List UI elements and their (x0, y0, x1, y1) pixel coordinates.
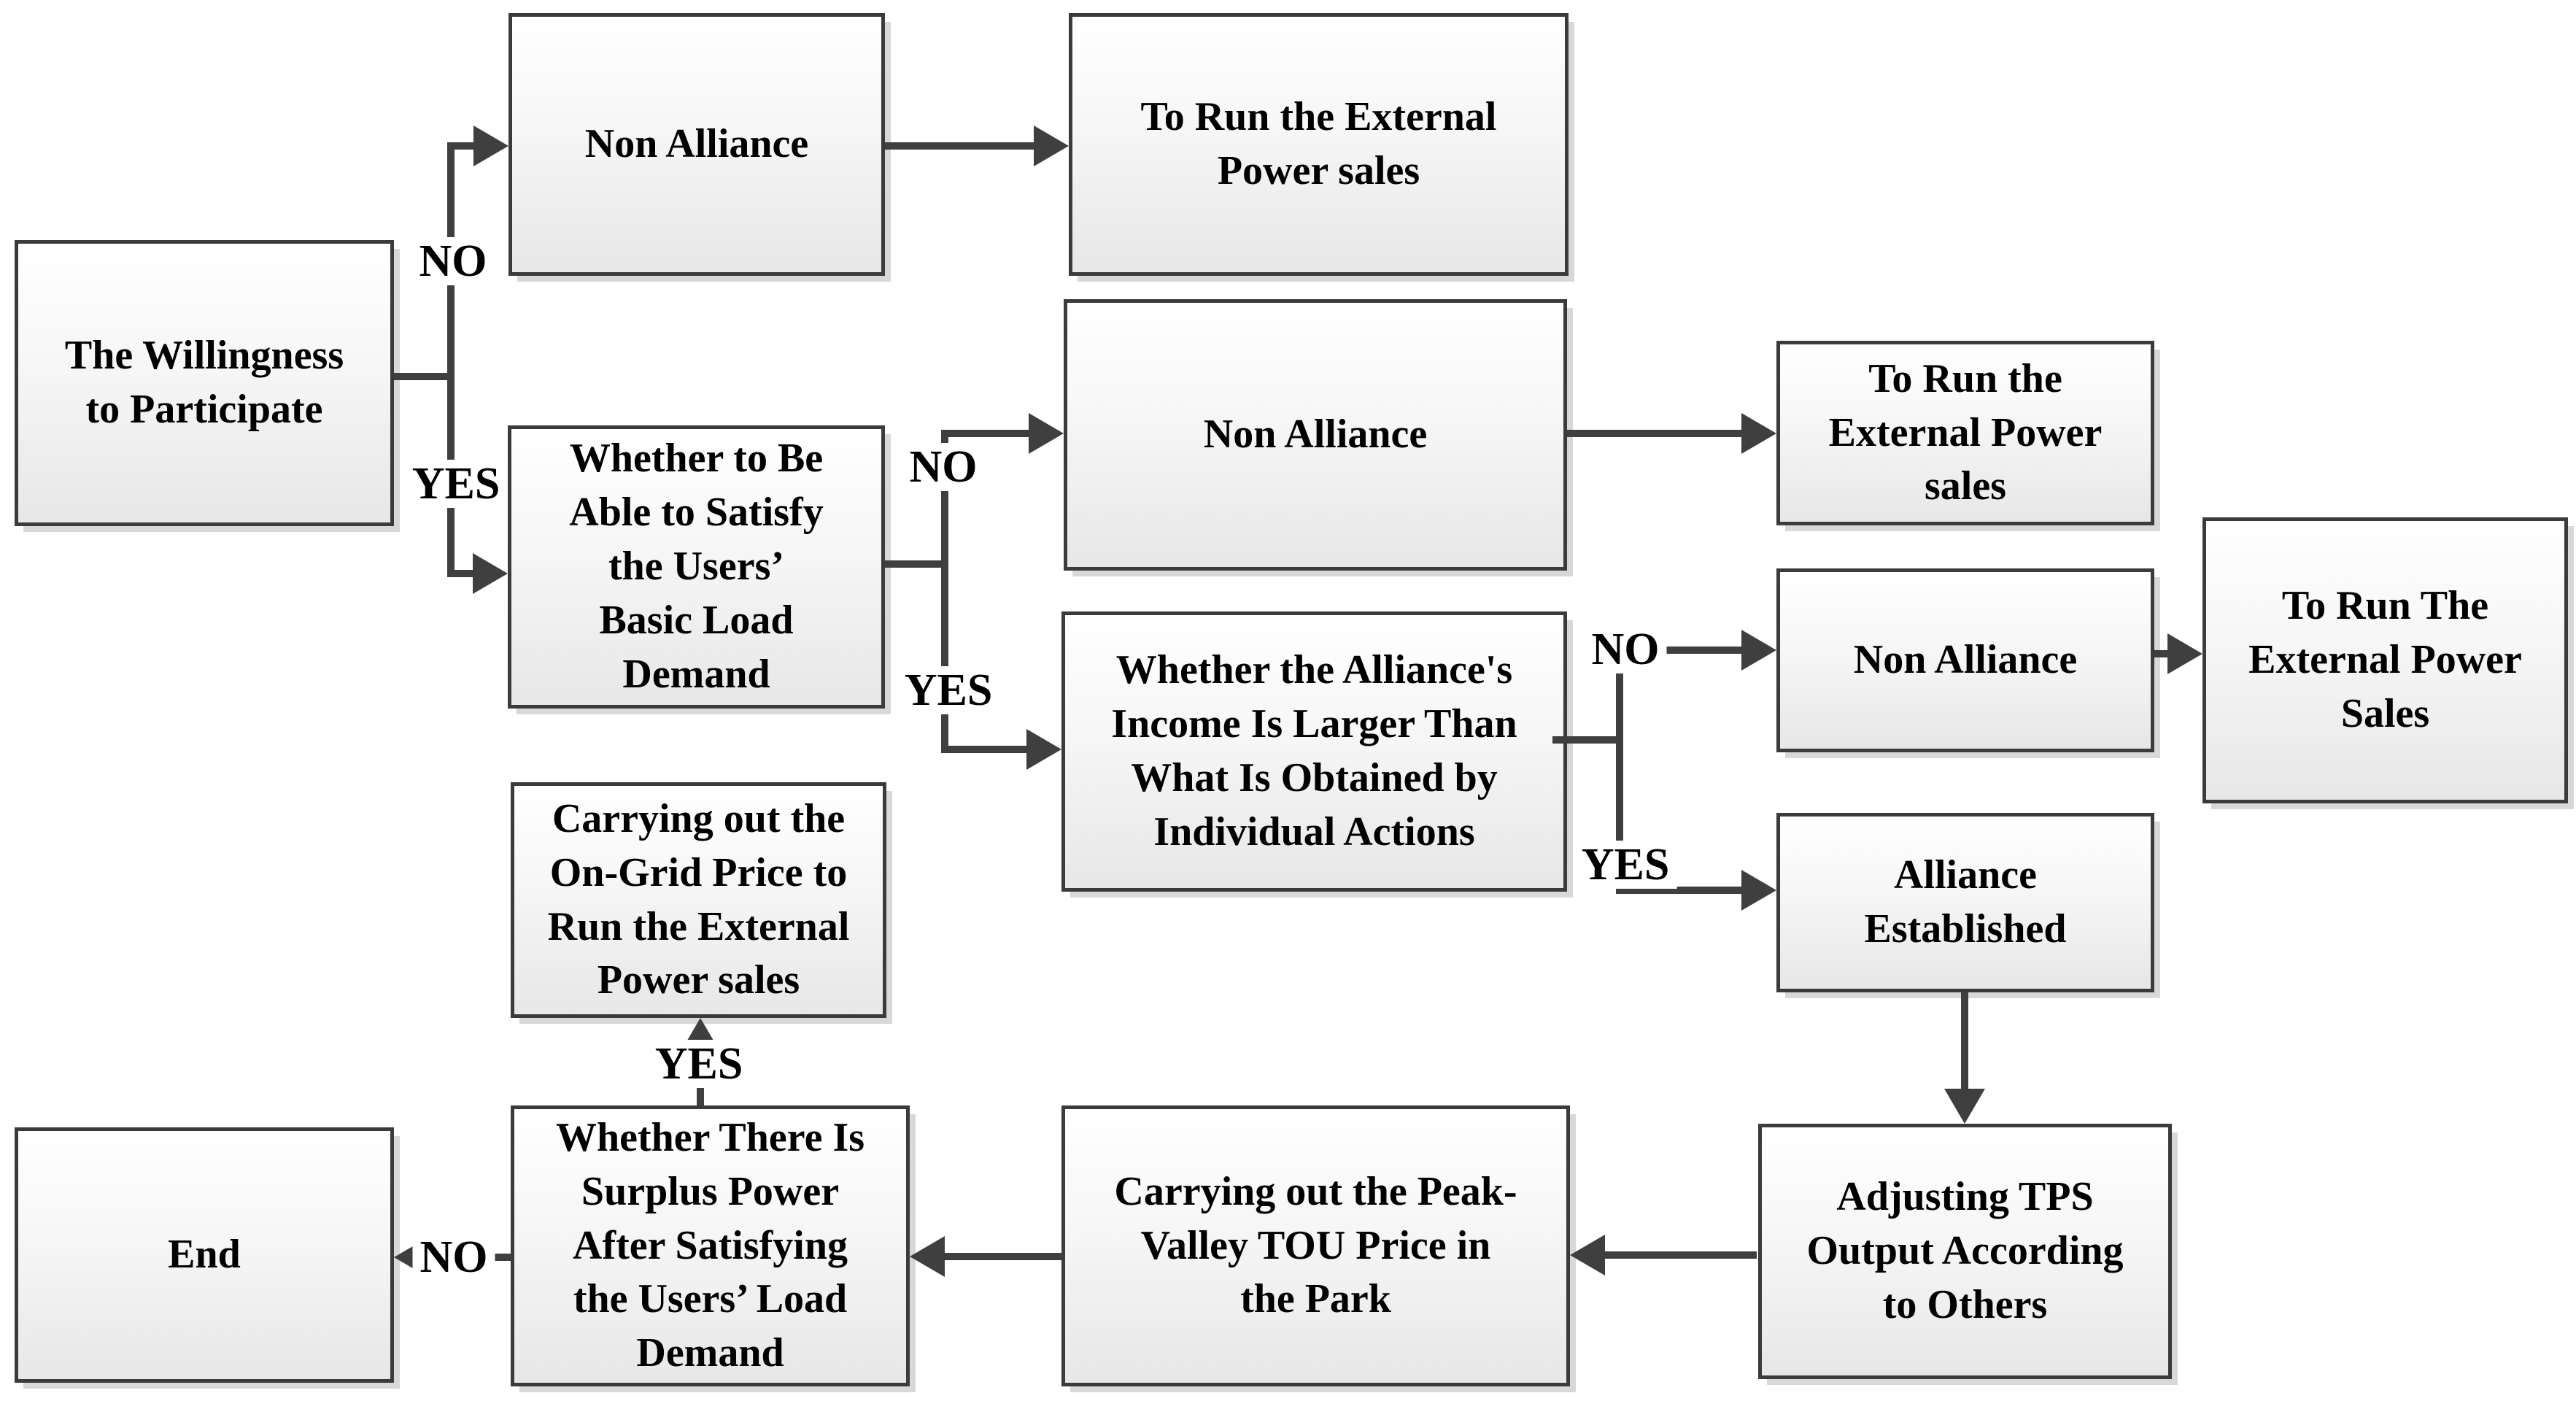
node-satisfy-basic-load: Whether to Be Able to Satisfy the Users’… (508, 425, 885, 709)
edge-label-satisfy-yes: YES (897, 666, 1000, 714)
connector-satisfy-yes-line (941, 746, 1026, 753)
node-run-external-sales-2: To Run the External Power sales (1776, 341, 2154, 525)
arrowhead-willingness-yes-icon (473, 553, 508, 594)
connector-peakvalley-to-surplus-line (945, 1253, 1061, 1260)
node-end: End (15, 1127, 394, 1383)
connector-established-down-line (1961, 992, 1968, 1089)
arrowhead-nonalliance1-icon (1034, 126, 1069, 166)
edge-label-surplus-no: NO (412, 1233, 495, 1281)
node-peak-valley-tou: Carrying out the Peak- Valley TOU Price … (1061, 1105, 1570, 1386)
node-run-external-sales-1: To Run the External Power sales (1069, 13, 1569, 276)
connector-willingness-stub (394, 373, 451, 380)
edge-label-income-yes: YES (1574, 841, 1677, 889)
node-willingness: The Willingness to Participate (15, 240, 394, 526)
arrowhead-income-no-icon (1741, 630, 1776, 671)
arrowhead-nonalliance2-icon (1741, 413, 1776, 454)
arrowhead-income-yes-icon (1741, 870, 1776, 911)
edge-label-income-no: NO (1584, 625, 1667, 674)
arrowhead-tps-to-peakvalley-icon (1570, 1235, 1605, 1275)
connector-willingness-yes-line (447, 570, 476, 577)
arrowhead-established-down-icon (1944, 1089, 1985, 1124)
connector-nonalliance1-line (885, 142, 1034, 150)
connector-income-branch-line (1616, 647, 1623, 894)
connector-income-stub (1552, 736, 1623, 744)
connector-willingness-no-line (447, 142, 476, 150)
arrowhead-nonalliance3-icon (2167, 633, 2202, 674)
connector-satisfy-branch-line (941, 430, 948, 753)
connector-income-yes-line (1616, 887, 1741, 894)
connector-satisfy-no-line (941, 430, 1029, 437)
node-adjusting-tps-output: Adjusting TPS Output According to Others (1758, 1124, 2172, 1379)
node-non-alliance-1: Non Alliance (508, 13, 885, 276)
connector-nonalliance3-line (2154, 650, 2167, 657)
node-non-alliance-2: Non Alliance (1064, 299, 1567, 571)
connector-income-no-line (1616, 647, 1741, 654)
node-on-grid-price: Carrying out the On-Grid Price to Run th… (511, 782, 886, 1018)
node-run-external-sales-3: To Run The External Power Sales (2202, 517, 2568, 803)
connector-satisfy-stub (885, 560, 948, 568)
connector-willingness-branch-line (447, 142, 455, 577)
connector-nonalliance2-line (1567, 430, 1741, 437)
node-surplus-power: Whether There Is Surplus Power After Sat… (511, 1105, 910, 1386)
node-non-alliance-3: Non Alliance (1776, 568, 2154, 752)
edge-label-satisfy-no: NO (902, 443, 985, 491)
arrowhead-satisfy-yes-icon (1026, 729, 1061, 770)
arrowhead-satisfy-no-icon (1029, 413, 1064, 454)
connector-tps-to-peakvalley-line (1605, 1251, 1757, 1259)
node-alliance-income: Whether the Alliance's Income Is Larger … (1061, 611, 1567, 892)
edge-label-willingness-no: NO (411, 237, 495, 285)
edge-label-willingness-yes: YES (404, 460, 508, 508)
node-alliance-established: Alliance Established (1776, 813, 2154, 992)
arrowhead-willingness-no-icon (473, 126, 508, 166)
edge-label-surplus-yes: YES (647, 1040, 751, 1088)
arrowhead-peakvalley-to-surplus-icon (910, 1236, 945, 1277)
